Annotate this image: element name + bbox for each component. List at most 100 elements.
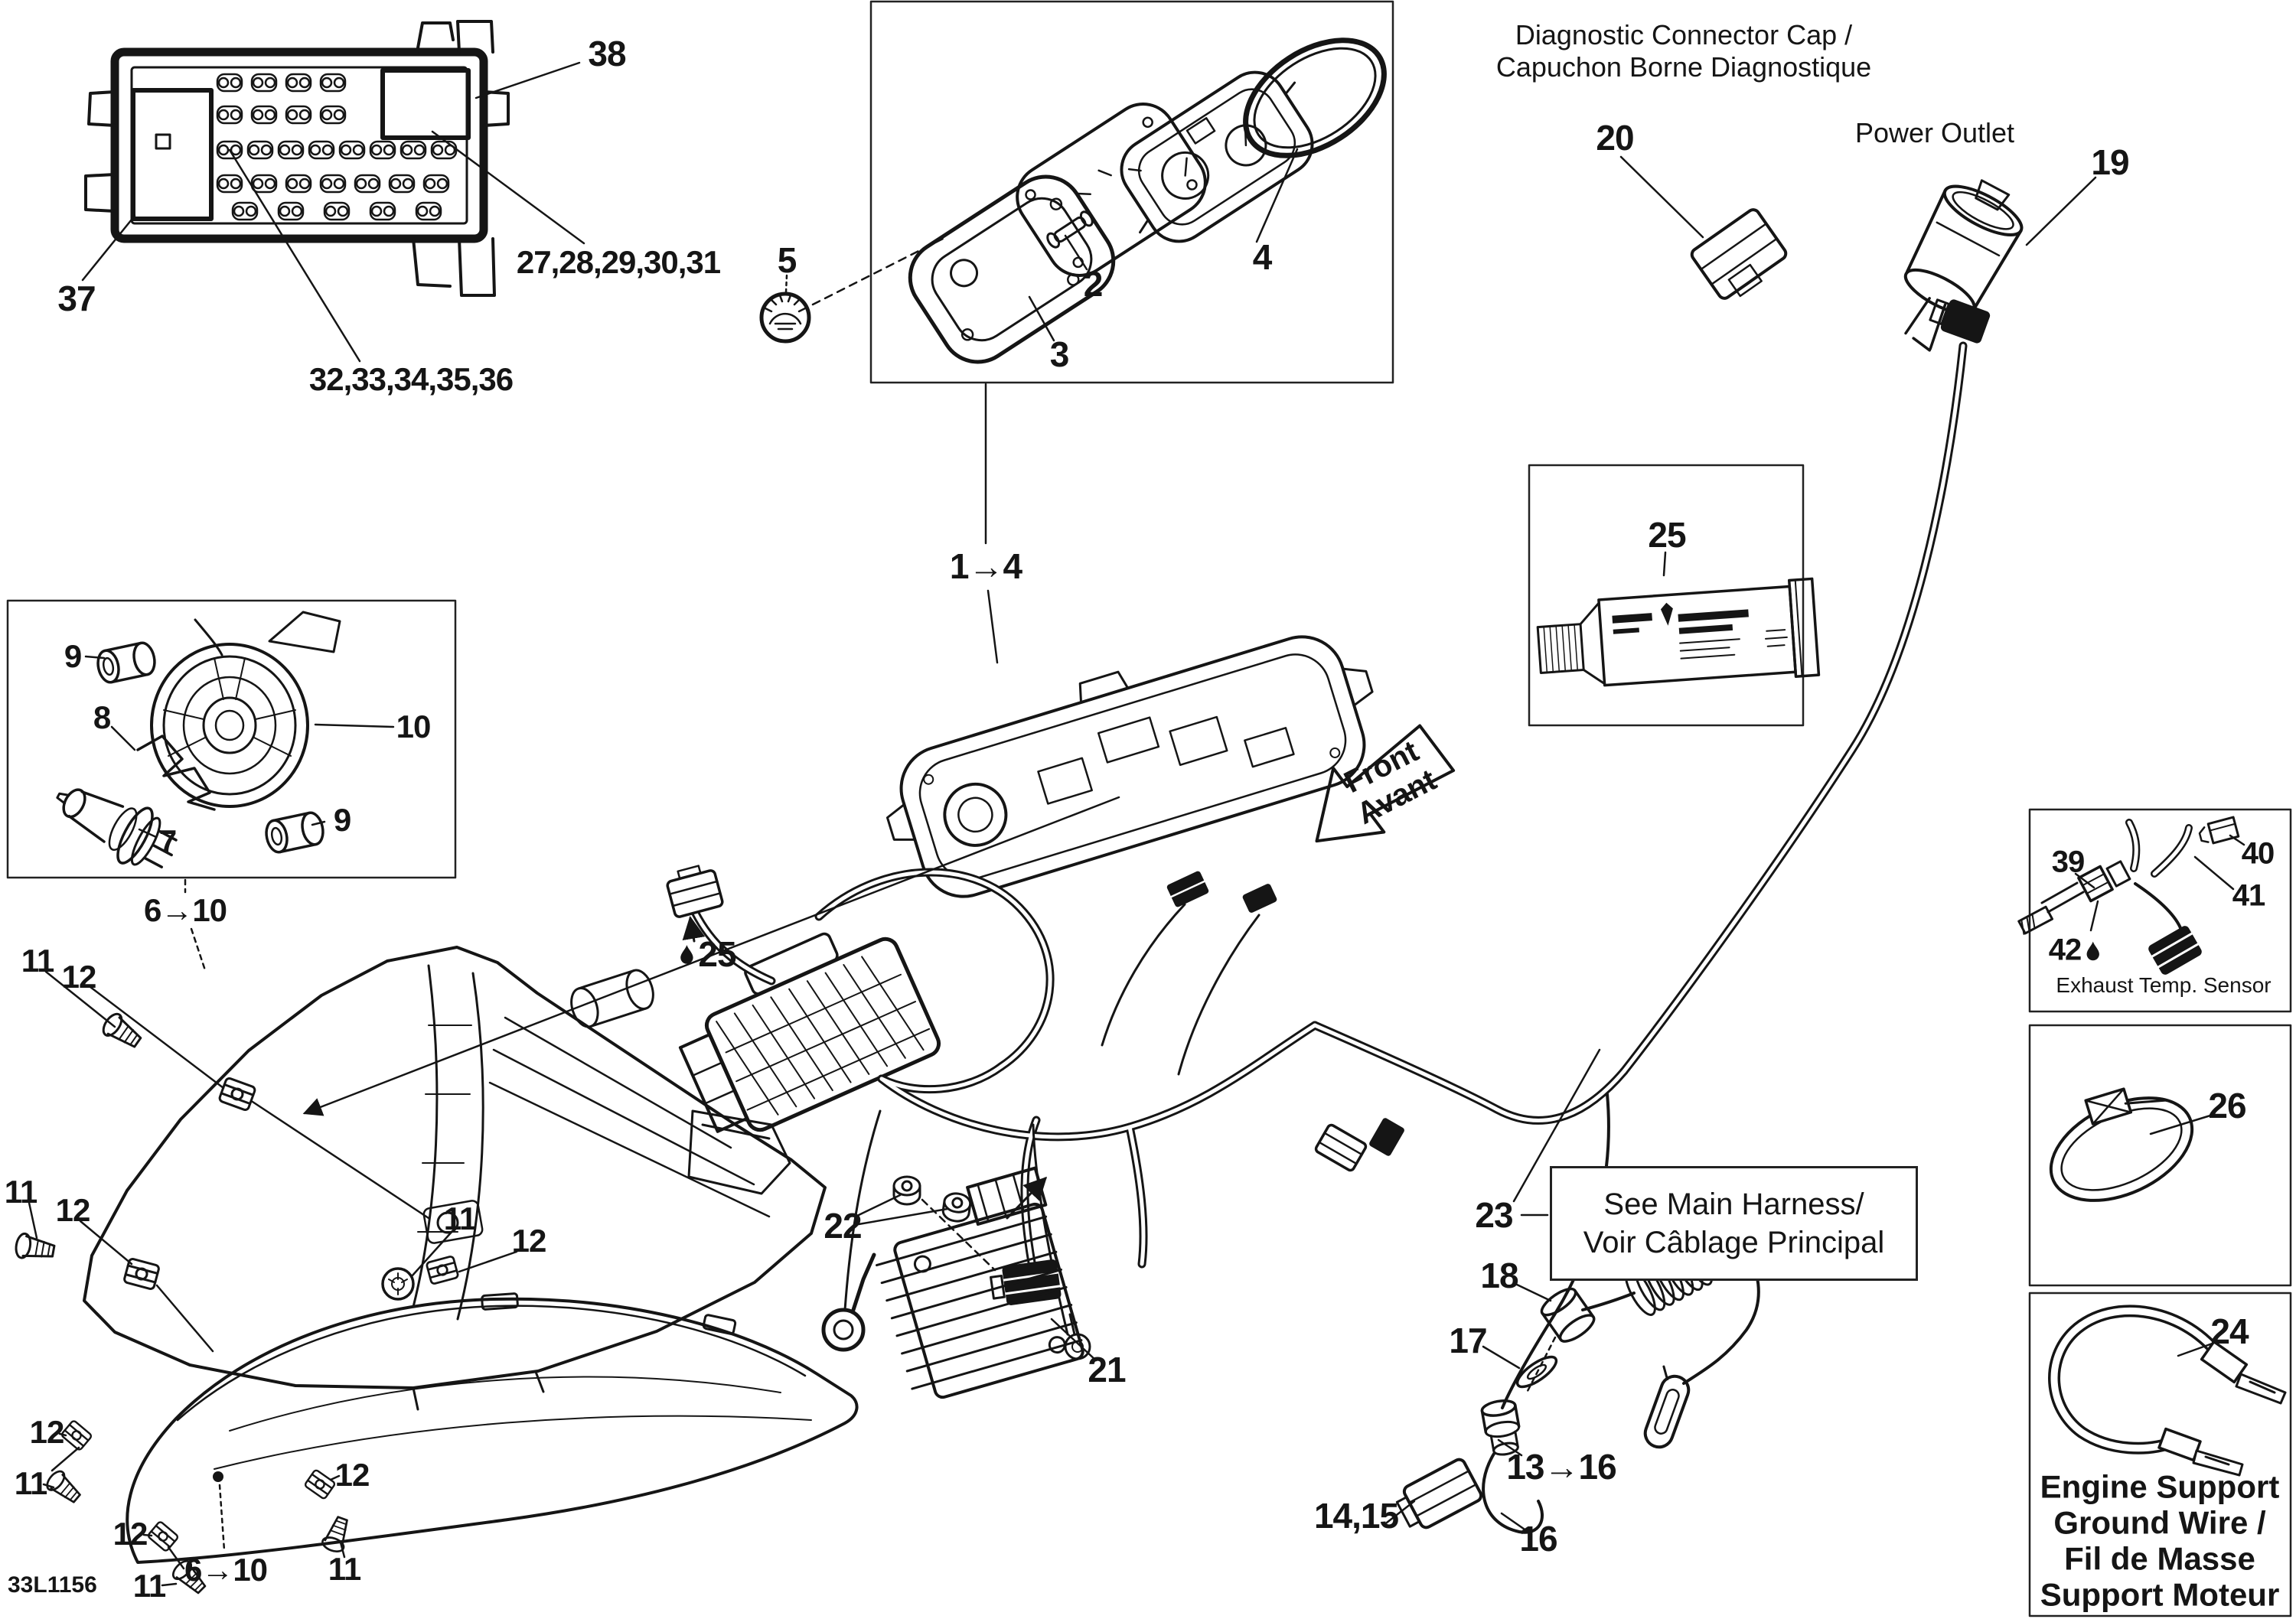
part-callout: 17 bbox=[1449, 1320, 1487, 1361]
part-callout: 8 bbox=[93, 699, 111, 736]
part-number: 11 bbox=[14, 1465, 47, 1501]
part-number: 13→16 bbox=[1506, 1447, 1616, 1487]
part-callout: 26 bbox=[2208, 1085, 2246, 1126]
part-number: 38 bbox=[588, 34, 626, 73]
part-number: 12 bbox=[113, 1516, 148, 1552]
part-number: 8 bbox=[93, 699, 111, 735]
part-callout: 4 bbox=[1252, 236, 1273, 278]
part-callout: 41 bbox=[2232, 879, 2265, 914]
part-callout: 11 bbox=[443, 1200, 477, 1237]
part-number: 41 bbox=[2232, 878, 2265, 913]
part-number: 23 bbox=[1475, 1195, 1513, 1235]
part-number: 18 bbox=[1480, 1256, 1518, 1295]
part-number: 9 bbox=[333, 802, 351, 838]
part-callout: 21 bbox=[1088, 1349, 1126, 1390]
part-callout: 18 bbox=[1480, 1255, 1518, 1296]
part-number: 9 bbox=[64, 638, 82, 674]
engine-ground-line2: Ground Wire / bbox=[2053, 1504, 2266, 1541]
part-number: 12 bbox=[55, 1192, 91, 1228]
part-callout: 11 bbox=[21, 943, 54, 979]
part-callout: 40 bbox=[2242, 837, 2275, 871]
part-number: 4 bbox=[1252, 237, 1273, 277]
engine-ground-line4: Support Moteur bbox=[2040, 1576, 2280, 1613]
diagnostic-cap-label-fr: Capuchon Borne Diagnostique bbox=[1495, 51, 1872, 83]
part-number: 42 bbox=[2048, 933, 2082, 967]
part-number: 11 bbox=[4, 1174, 38, 1210]
part-number: 10 bbox=[396, 709, 432, 744]
part-callout: 12 bbox=[61, 959, 97, 995]
part-number: 25 bbox=[698, 934, 736, 974]
part-number: 16 bbox=[1519, 1519, 1557, 1559]
part-number: 11 bbox=[21, 943, 54, 979]
part-callout: 37 bbox=[57, 278, 96, 319]
part-number: 6→10 bbox=[184, 1552, 268, 1588]
see-main-harness-note: See Main Harness/ Voir Câblage Principal bbox=[1550, 1166, 1918, 1281]
part-callout: 12 bbox=[511, 1223, 547, 1259]
part-number: 17 bbox=[1449, 1321, 1487, 1360]
diagnostic-cap-label-en: Diagnostic Connector Cap / bbox=[1515, 19, 1853, 50]
part-number: 7 bbox=[158, 823, 177, 859]
part-callout: 5 bbox=[778, 239, 797, 281]
part-number: 3 bbox=[1049, 334, 1070, 374]
part-callout: 13→16 bbox=[1506, 1446, 1616, 1487]
part-callout: 16 bbox=[1519, 1518, 1557, 1559]
part-number: 12 bbox=[334, 1457, 370, 1493]
part-number: 6→10 bbox=[143, 892, 227, 928]
part-callout: 14,15 bbox=[1313, 1495, 1399, 1536]
drawing-code: 33L1156 bbox=[8, 1572, 97, 1598]
part-number: 24 bbox=[2210, 1311, 2249, 1351]
part-number: 21 bbox=[1088, 1350, 1126, 1389]
part-callout: 22 bbox=[823, 1205, 862, 1246]
part-callout: 38 bbox=[588, 33, 626, 74]
engine-ground-line1: Engine Support bbox=[2040, 1468, 2280, 1505]
part-callout: 9 bbox=[334, 802, 351, 839]
part-number: 20 bbox=[1596, 118, 1634, 158]
part-number: 12 bbox=[61, 959, 97, 995]
part-number: 19 bbox=[2091, 142, 2129, 182]
part-callout: 7 bbox=[158, 823, 177, 860]
part-callout: 11 bbox=[4, 1174, 38, 1210]
part-callout: 12 bbox=[29, 1414, 65, 1451]
droplet-icon bbox=[680, 945, 693, 964]
part-callout: 3 bbox=[1049, 334, 1070, 375]
part-callout: 42 bbox=[2049, 933, 2105, 968]
part-callout: 23 bbox=[1475, 1194, 1513, 1236]
part-callout: 39 bbox=[2052, 845, 2085, 880]
part-number: 12 bbox=[29, 1414, 65, 1450]
part-number: 12 bbox=[511, 1223, 547, 1259]
part-callout: 12 bbox=[335, 1457, 370, 1494]
part-callout: 19 bbox=[2091, 142, 2129, 183]
part-number: 2 bbox=[1083, 264, 1104, 304]
part-callout: 1→4 bbox=[950, 546, 1022, 587]
part-callout: 25 bbox=[675, 933, 737, 975]
exhaust-sensor-label: Exhaust Temp. Sensor bbox=[2056, 973, 2272, 997]
part-callout: 12 bbox=[55, 1192, 91, 1229]
part-callout: 27,28,29,30,31 bbox=[517, 244, 721, 281]
part-number: 39 bbox=[2051, 845, 2085, 879]
part-callout: 10 bbox=[396, 709, 432, 745]
part-number: 14,15 bbox=[1313, 1496, 1399, 1536]
part-number: 40 bbox=[2241, 836, 2275, 871]
part-callout: 25 bbox=[1648, 514, 1686, 555]
part-number: 1→4 bbox=[949, 546, 1022, 586]
part-number: 26 bbox=[2208, 1086, 2246, 1125]
part-callout: 32,33,34,35,36 bbox=[308, 361, 514, 398]
part-number: 32,33,34,35,36 bbox=[308, 361, 514, 397]
part-number: 37 bbox=[57, 279, 96, 318]
part-callout: 11 bbox=[328, 1551, 361, 1588]
part-number: 11 bbox=[132, 1568, 166, 1604]
part-callout: 20 bbox=[1596, 117, 1634, 158]
part-number: 25 bbox=[1648, 515, 1686, 555]
see-main-harness-line2: Voir Câblage Principal bbox=[1583, 1226, 1885, 1259]
part-number: 5 bbox=[777, 240, 797, 280]
part-callout: 9 bbox=[64, 638, 82, 675]
part-callout: 11 bbox=[15, 1465, 47, 1502]
part-callout: 6→10 bbox=[144, 892, 227, 929]
part-callout: 6→10 bbox=[184, 1552, 268, 1588]
part-number: 11 bbox=[443, 1200, 477, 1236]
part-callout: 12 bbox=[113, 1516, 148, 1552]
part-number: 11 bbox=[328, 1551, 361, 1587]
part-number: 22 bbox=[823, 1206, 862, 1246]
